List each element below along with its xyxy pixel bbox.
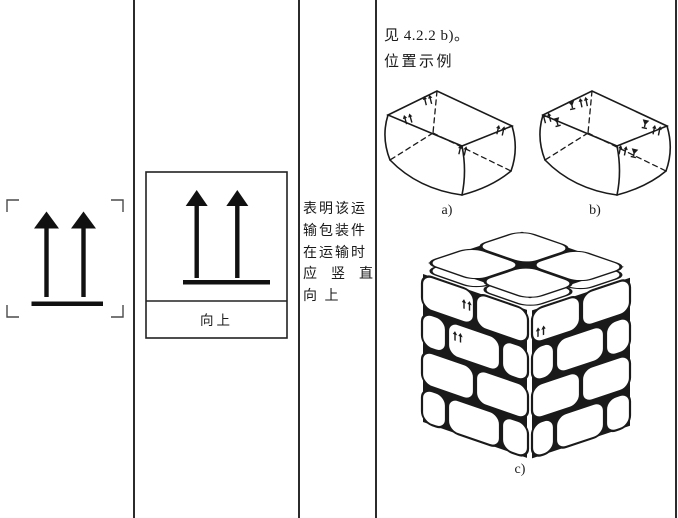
clause-reference: 见 4.2.2 b)。: [384, 28, 470, 44]
description-line: 表明该运: [303, 202, 367, 217]
table-rule-right: [675, 0, 677, 518]
figure-b-drawing: [539, 90, 672, 196]
symbol-frame: [145, 171, 288, 339]
figure-c-label: c): [514, 462, 526, 477]
table-rule-3: [375, 0, 377, 518]
fragile-goblet-icon: [566, 99, 577, 111]
table-rule-2: [298, 0, 300, 518]
position-example-subtitle: 位置示例: [384, 54, 455, 70]
description-line: 输包装件: [303, 223, 367, 239]
stack-top-face: [422, 229, 630, 309]
figures-canvas: [384, 90, 672, 459]
corner-bracket-icons: [6, 199, 124, 318]
description-text: 表明该运 输包装件 在运输时 应 竖 直 向 上: [303, 199, 375, 308]
up-arrows-icon: [31, 211, 103, 306]
description-line: 应 竖 直: [303, 267, 373, 283]
table-rule-1: [133, 0, 135, 518]
description-line: 在运输时: [303, 245, 367, 261]
figure-c-drawing: [420, 229, 632, 459]
figure-a-drawing: [384, 90, 517, 196]
this-way-up-symbol-with-crop-marks: [6, 199, 124, 318]
fragile-goblet-icon: [640, 118, 651, 130]
up-arrows-icon: [183, 190, 270, 285]
figure-b-label: b): [589, 203, 601, 218]
description-line: 向 上: [303, 289, 341, 305]
stack-right-face: [530, 277, 632, 459]
up-arrows-mark-icon: [577, 95, 591, 109]
base-bar: [183, 280, 270, 285]
base-bar: [31, 301, 103, 306]
figure-a-label: a): [441, 203, 453, 218]
stack-left-face: [420, 274, 530, 458]
boxed-this-way-up-symbol: [145, 171, 288, 339]
symbol-caption: 向上: [200, 313, 233, 328]
